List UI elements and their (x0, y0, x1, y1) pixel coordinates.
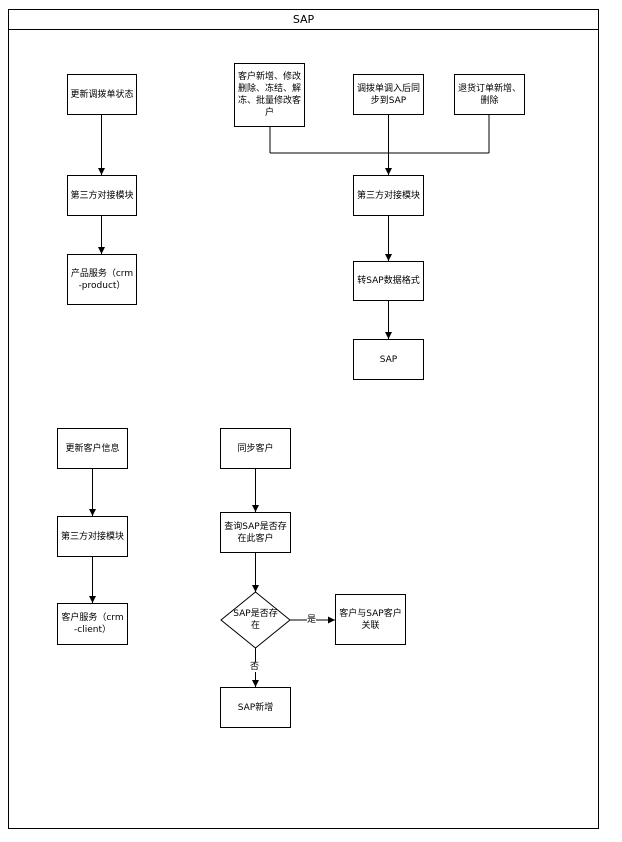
node-to-sap-format: 转SAP数据格式 (353, 261, 424, 301)
edge-label-no: 否 (250, 662, 260, 672)
decision-sap-exists: SAP是否存在 (233, 609, 278, 631)
node-sap-target: SAP (353, 339, 424, 380)
node-third-party-module-3: 第三方对接模块 (57, 516, 128, 557)
node-update-customer-info: 更新客户信息 (57, 428, 128, 469)
node-product-service: 产品服务（crm-product） (67, 254, 137, 305)
node-third-party-module-2: 第三方对接模块 (353, 175, 424, 216)
edge-label-yes: 是 (307, 615, 317, 625)
node-query-sap-customer: 查询SAP是否存在此客户 (220, 512, 291, 553)
node-customer-operations: 客户新增、修改删除、冻结、解冻、批量修改客户 (234, 63, 305, 127)
node-sap-add: SAP新增 (220, 687, 291, 728)
node-return-order: 退货订单新增、删除 (454, 74, 525, 115)
node-link-customer: 客户与SAP客户关联 (335, 594, 406, 645)
swimlane-frame (8, 9, 599, 829)
node-sync-customer: 同步客户 (220, 428, 291, 469)
swimlane-title: SAP (8, 9, 599, 30)
decision-diamond (220, 591, 291, 649)
node-update-transfer-status: 更新调拨单状态 (67, 74, 137, 115)
node-third-party-module-1: 第三方对接模块 (67, 175, 137, 216)
node-customer-service: 客户服务（crm-client） (57, 603, 128, 645)
node-transfer-in-sync: 调拨单调入后同步到SAP (353, 74, 424, 115)
